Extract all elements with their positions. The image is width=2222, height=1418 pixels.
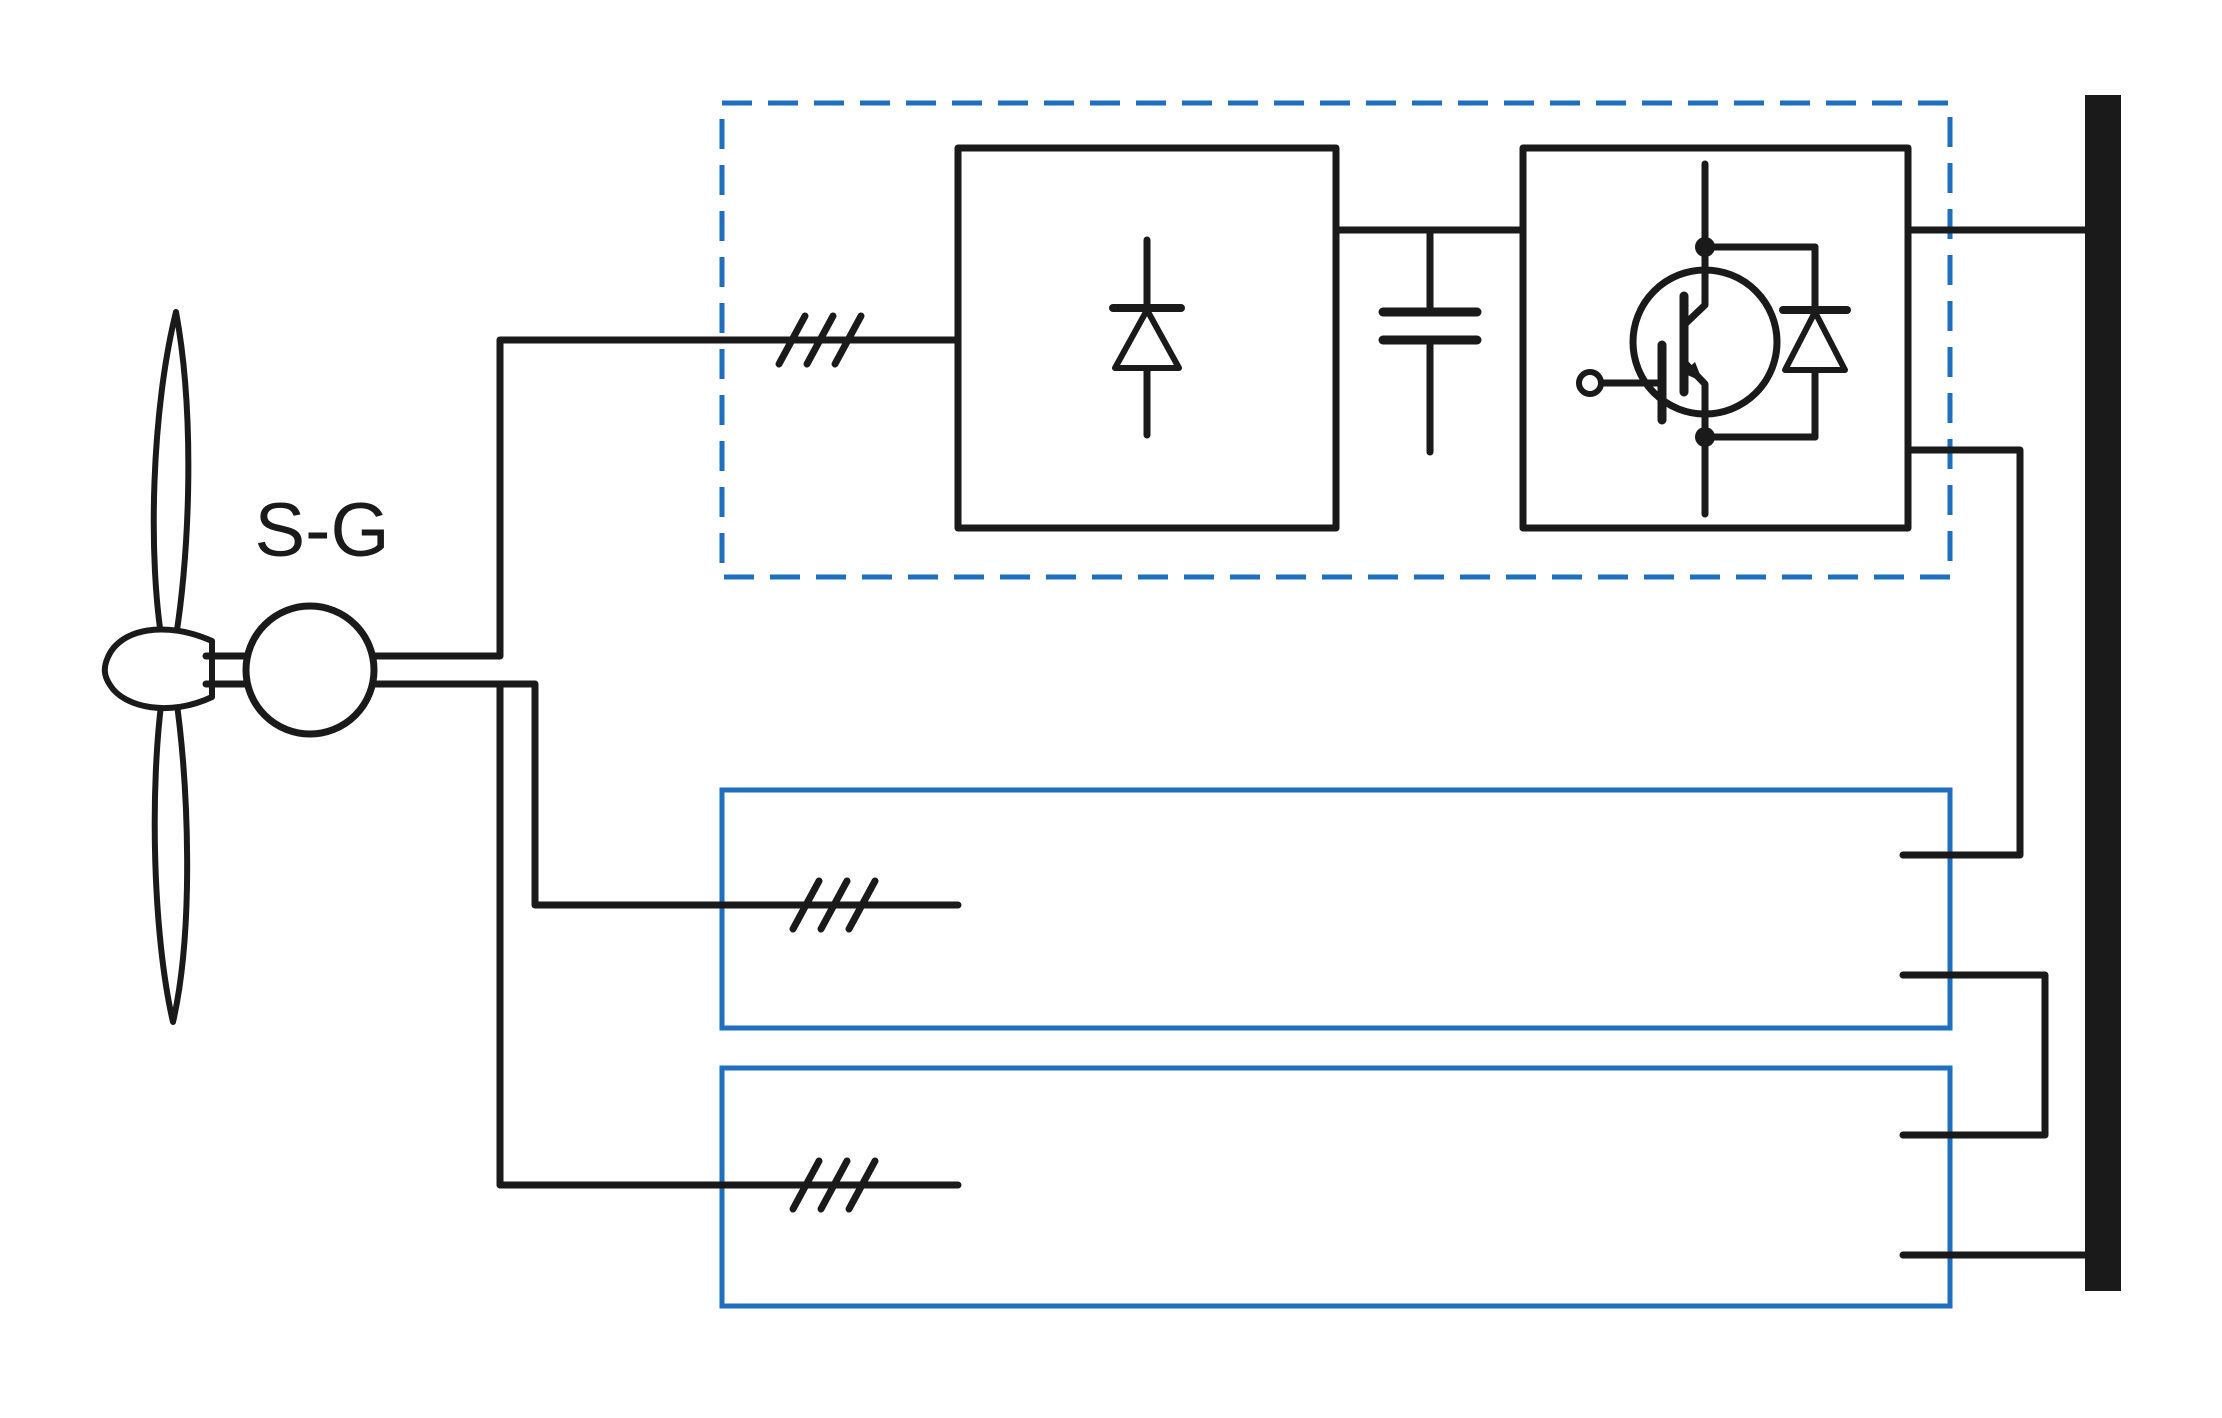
- igbt-with-freewheel-diode-icon: [1576, 160, 1851, 518]
- stator-wire-top: [370, 336, 962, 660]
- module-link-wire-1: [1899, 446, 2024, 859]
- freewheel-diode-links: [1701, 243, 1819, 441]
- converter-module-1-outline: [719, 100, 1953, 580]
- turbine-blade-lower: [151, 687, 191, 1025]
- inverter-box: [1519, 144, 1912, 532]
- freewheel-diode-triangle: [1782, 309, 1848, 373]
- three-phase-marker-bottom-icon: [789, 1157, 879, 1213]
- stator-wire-middle: [370, 680, 962, 909]
- rectifier-diode-triangle: [1112, 307, 1182, 371]
- igbt-collector-lead: [1680, 160, 1709, 329]
- generator-circle: [242, 602, 378, 738]
- igbt-emitter-arrow: [1683, 362, 1703, 382]
- rectifier-diode-icon: [1109, 236, 1185, 439]
- dc-link-capacitor-icon: [1378, 226, 1482, 456]
- three-phase-marker-middle-icon: [789, 877, 879, 933]
- turbine-nose-cone: [101, 626, 215, 712]
- three-phase-marker-top-icon: [775, 312, 865, 368]
- wind-turbine-rotor-icon: [101, 309, 256, 1025]
- igbt-gate-terminal-icon: [1576, 369, 1604, 397]
- stator-wire-bottom: [496, 680, 962, 1189]
- converter-module-2-outline: [719, 787, 1953, 1031]
- module-link-wire-2: [1899, 971, 2049, 1139]
- dc-busbar: [2085, 95, 2121, 1291]
- generator-label: S-G: [254, 488, 389, 573]
- turbine-blade-upper: [150, 309, 192, 651]
